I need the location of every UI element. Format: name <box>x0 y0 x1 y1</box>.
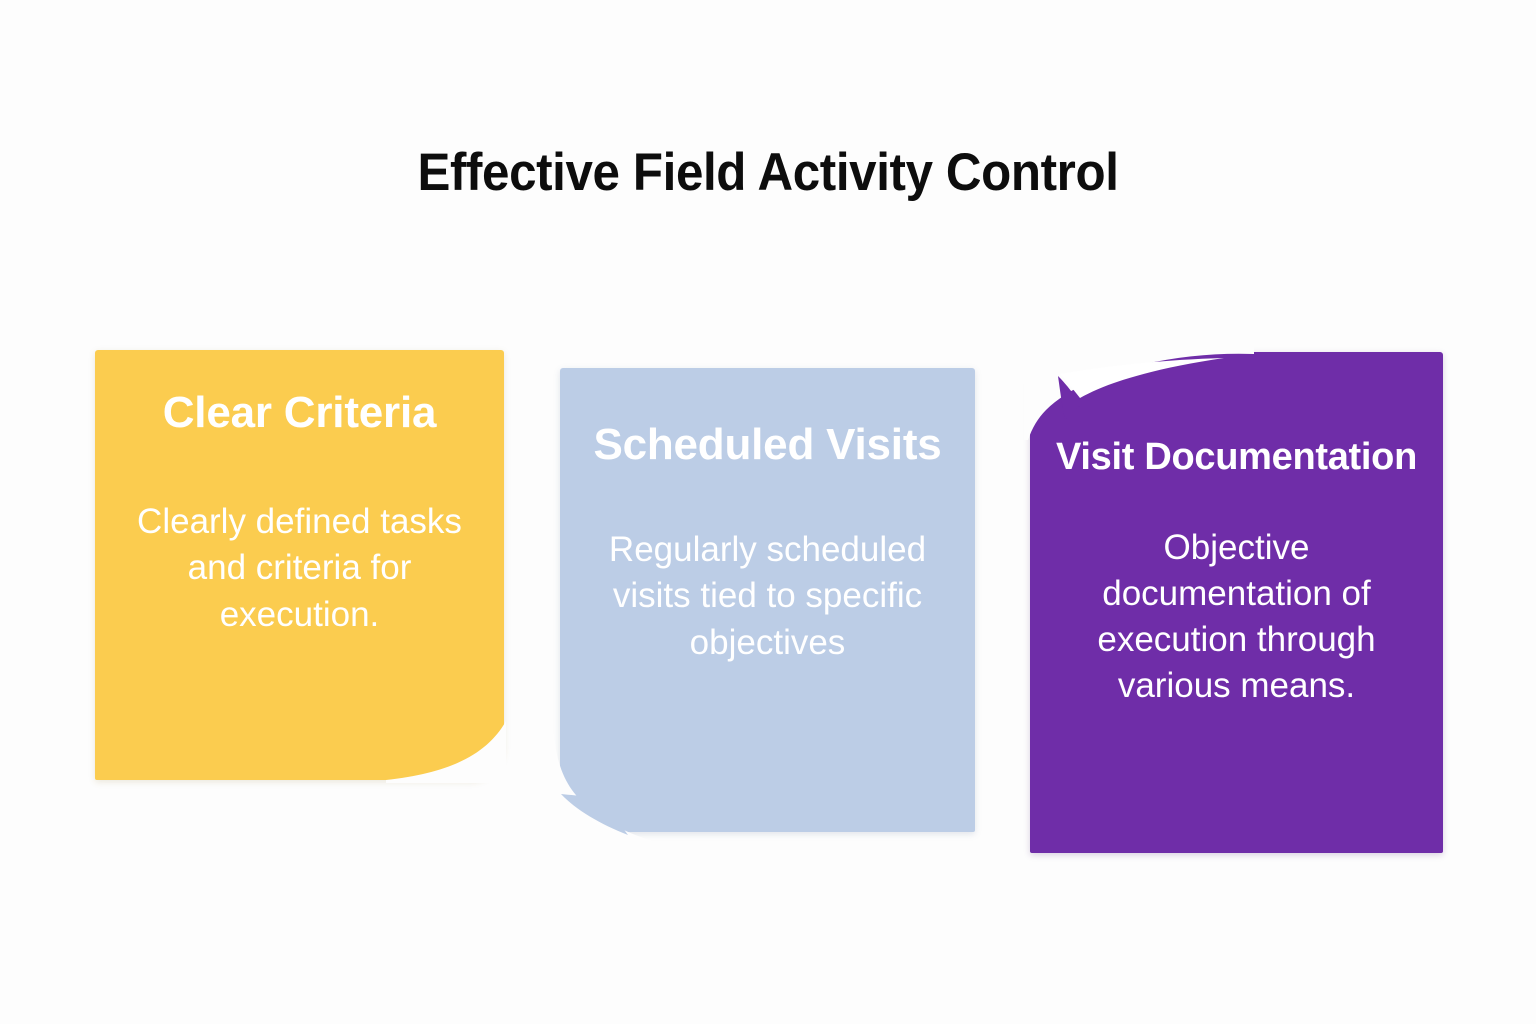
card-scheduled-visits[interactable]: Scheduled Visits Regularly scheduled vis… <box>546 368 975 852</box>
card-surface-clear-criteria <box>95 350 504 780</box>
card-visit-documentation[interactable]: Visit Documentation Objective documentat… <box>1024 338 1443 853</box>
card-body-visit-documentation: Objective documentation of execution thr… <box>1097 527 1376 706</box>
card-clear-criteria[interactable]: Clear Criteria Clearly defined tasks and… <box>95 350 506 783</box>
page-title: Effective Field Activity Control <box>417 143 1119 202</box>
card-title-scheduled-visits: Scheduled Visits <box>593 420 942 469</box>
card-title-clear-criteria: Clear Criteria <box>162 388 437 437</box>
card-body-clear-criteria: Clearly defined tasks and criteria for e… <box>137 502 462 634</box>
card-body-scheduled-visits: Regularly scheduled visits tied to speci… <box>608 530 927 662</box>
card-title-visit-documentation: Visit Documentation <box>1056 436 1417 478</box>
